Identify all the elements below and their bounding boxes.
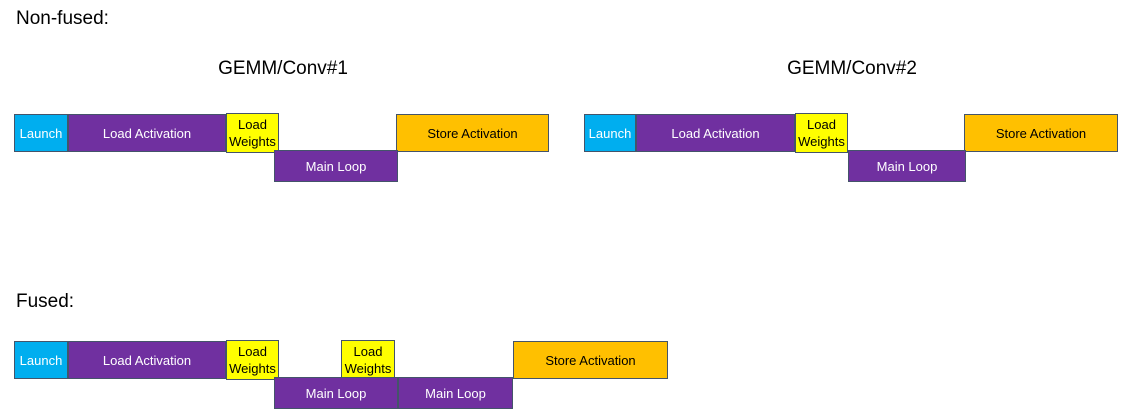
block-nonfused-g1-main-loop[interactable]: Main Loop: [274, 150, 398, 182]
block-label: Main Loop: [305, 158, 367, 174]
block-nonfused-g2-load-weights[interactable]: Load Weights: [795, 113, 848, 153]
block-fused-load-activation[interactable]: Load Activation: [68, 341, 226, 379]
section-label-fused: Fused:: [16, 291, 75, 312]
block-label: Launch: [588, 125, 632, 141]
block-nonfused-g2-store-activation[interactable]: Store Activation: [964, 114, 1118, 152]
block-nonfused-g2-launch[interactable]: Launch: [584, 114, 636, 152]
block-nonfused-g1-launch[interactable]: Launch: [14, 114, 68, 152]
block-nonfused-g1-load-activation[interactable]: Load Activation: [68, 114, 226, 152]
block-label: Store Activation: [427, 125, 518, 141]
block-nonfused-g1-load-weights[interactable]: Load Weights: [226, 113, 279, 153]
block-label: Store Activation: [995, 125, 1087, 141]
block-nonfused-g2-load-activation[interactable]: Load Activation: [636, 114, 795, 152]
block-label: Launch: [19, 125, 63, 141]
group-title-gemm-conv-2: GEMM/Conv#2: [787, 58, 917, 79]
block-label: Load Activation: [102, 352, 192, 368]
block-fused-main-loop-2[interactable]: Main Loop: [398, 377, 513, 409]
block-fused-main-loop-1[interactable]: Main Loop: [274, 377, 398, 409]
block-fused-store-activation[interactable]: Store Activation: [513, 341, 668, 379]
block-fused-load-weights-2[interactable]: Load Weights: [341, 340, 395, 380]
block-nonfused-g1-store-activation[interactable]: Store Activation: [396, 114, 549, 152]
block-label: Load Activation: [671, 125, 760, 141]
block-fused-load-weights-1[interactable]: Load Weights: [226, 340, 279, 380]
block-label: Main Loop: [876, 158, 938, 174]
section-label-non-fused: Non-fused:: [16, 8, 109, 29]
block-label: Load Weights: [344, 344, 392, 376]
block-nonfused-g2-main-loop[interactable]: Main Loop: [848, 150, 966, 182]
block-fused-launch[interactable]: Launch: [14, 341, 68, 379]
block-label: Launch: [19, 352, 63, 368]
block-label: Load Activation: [102, 125, 192, 141]
block-label: Main Loop: [305, 385, 367, 401]
block-label: Store Activation: [545, 352, 636, 368]
block-label: Main Loop: [425, 385, 486, 401]
block-label: Load Weights: [798, 117, 845, 149]
group-title-gemm-conv-1: GEMM/Conv#1: [218, 58, 348, 79]
block-label: Load Weights: [229, 117, 276, 149]
block-label: Load Weights: [229, 344, 276, 376]
